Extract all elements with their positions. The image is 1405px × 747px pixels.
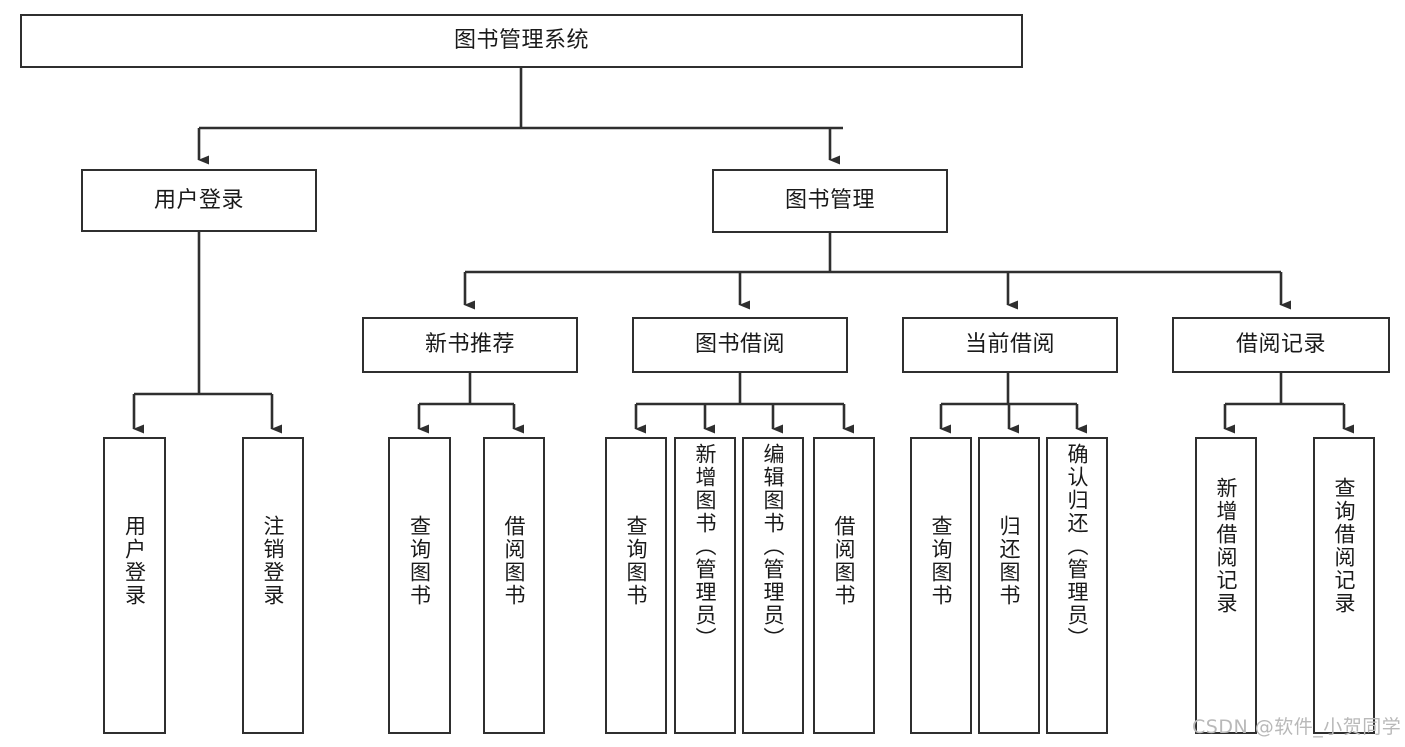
node-leaf-return-book-label: 归还图书 [997,515,1022,607]
node-new-book-recommend-label: 新书推荐 [424,332,515,358]
node-current-borrow[interactable]: 当前借阅 [902,317,1118,373]
node-leaf-query-book-newbook[interactable]: 查询图书 [388,437,451,734]
node-leaf-query-borrow-record[interactable]: 查询借阅记录 [1313,437,1375,734]
node-leaf-confirm-return-admin-label: 确认归还（管理员） [1065,443,1090,650]
node-leaf-add-borrow-record-label: 新增借阅记录 [1214,477,1239,615]
node-borrow-record-label: 借阅记录 [1235,332,1326,358]
node-current-borrow-label: 当前借阅 [964,332,1055,358]
node-leaf-borrow-book-newbook-label: 借阅图书 [502,515,527,607]
node-leaf-borrow-book-newbook[interactable]: 借阅图书 [483,437,545,734]
node-book-management-label: 图书管理 [784,188,875,214]
node-user-login-label: 用户登录 [153,187,244,213]
node-root-label: 图书管理系统 [453,28,589,54]
node-leaf-query-borrow-record-label: 查询借阅记录 [1332,477,1357,615]
node-leaf-query-book-newbook-label: 查询图书 [407,515,432,607]
node-leaf-add-book-admin-label: 新增图书（管理员） [693,443,718,650]
node-leaf-query-book-current-label: 查询图书 [929,515,954,607]
node-leaf-add-book-admin[interactable]: 新增图书（管理员） [674,437,736,734]
node-leaf-add-borrow-record[interactable]: 新增借阅记录 [1195,437,1257,734]
node-leaf-return-book[interactable]: 归还图书 [978,437,1040,734]
node-book-borrow-label: 图书借阅 [694,332,785,358]
node-leaf-user-login[interactable]: 用户登录 [103,437,166,734]
node-leaf-borrow-book-borrow[interactable]: 借阅图书 [813,437,875,734]
node-leaf-query-book-borrow[interactable]: 查询图书 [605,437,667,734]
node-user-login[interactable]: 用户登录 [81,169,317,232]
node-new-book-recommend[interactable]: 新书推荐 [362,317,578,373]
node-leaf-logout[interactable]: 注销登录 [242,437,304,734]
node-root-book-management-system[interactable]: 图书管理系统 [20,14,1023,68]
node-book-management[interactable]: 图书管理 [712,169,948,233]
node-book-borrow[interactable]: 图书借阅 [632,317,848,373]
node-leaf-edit-book-admin[interactable]: 编辑图书（管理员） [742,437,804,734]
node-leaf-confirm-return-admin[interactable]: 确认归还（管理员） [1046,437,1108,734]
node-leaf-borrow-book-borrow-label: 借阅图书 [832,515,857,607]
node-leaf-logout-label: 注销登录 [261,515,286,607]
node-borrow-record[interactable]: 借阅记录 [1172,317,1390,373]
node-leaf-edit-book-admin-label: 编辑图书（管理员） [761,443,786,650]
node-leaf-query-book-current[interactable]: 查询图书 [910,437,972,734]
node-leaf-user-login-label: 用户登录 [122,515,147,607]
node-leaf-query-book-borrow-label: 查询图书 [624,515,649,607]
